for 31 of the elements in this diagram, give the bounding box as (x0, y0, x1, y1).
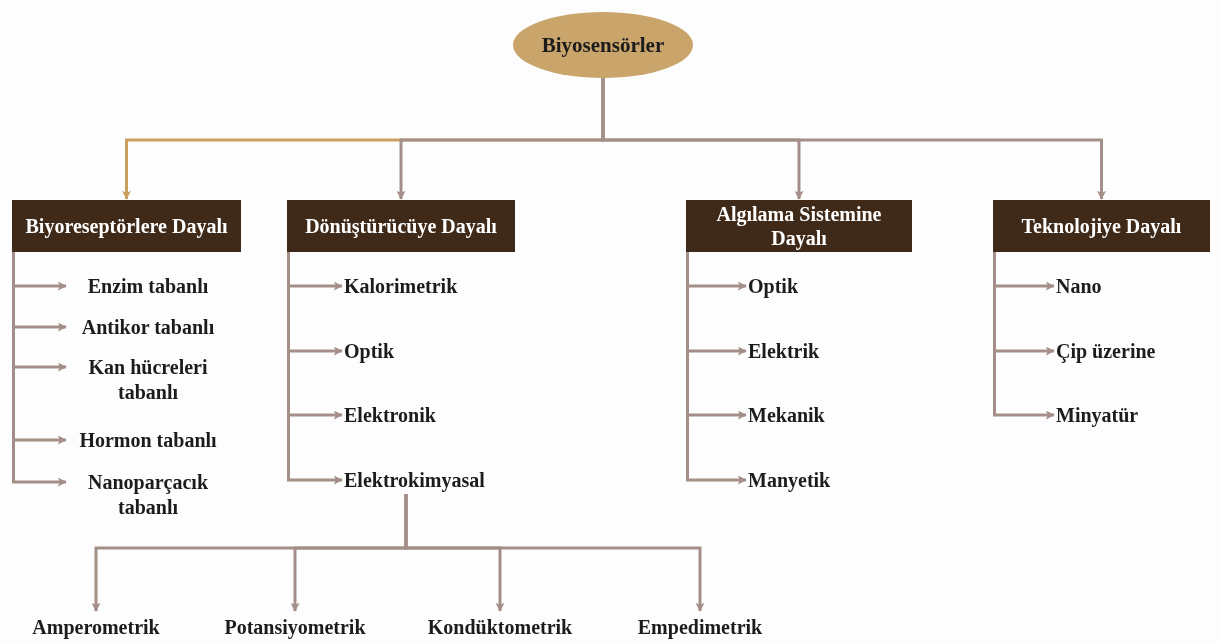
item-label: Elektronik (344, 401, 514, 429)
connector-arrow (601, 78, 1106, 200)
item-label: Kalorimetrik (344, 272, 514, 300)
connector-arrow (686, 252, 747, 485)
item-label: Elektrokimyasal (344, 466, 524, 494)
item-label: Potansiyometrik (205, 613, 385, 641)
connector-arrow (404, 494, 705, 612)
category-box: Algılama Sistemine Dayalı (686, 200, 912, 252)
category-box: Teknolojiye Dayalı (993, 200, 1210, 252)
item-label: Nanoparçacık tabanlı (68, 469, 228, 521)
connector-arrow (993, 252, 1055, 420)
item-label: Kondüktometrik (410, 613, 590, 641)
item-label: Kan hücreleri tabanlı (68, 354, 228, 406)
item-label: Optik (748, 272, 898, 300)
connector-arrow (287, 252, 343, 485)
connector-arrow (12, 252, 67, 487)
item-label: Minyatür (1056, 401, 1206, 429)
root-ellipse: Biyosensörler (513, 12, 693, 78)
item-label: Antikor tabanlı (68, 313, 228, 341)
item-label: Amperometrik (10, 613, 182, 641)
item-label: Nano (1056, 272, 1206, 300)
category-box: Biyoreseptörlere Dayalı (12, 200, 241, 252)
item-label: Çip üzerine (1056, 337, 1206, 365)
category-box: Dönüştürücüye Dayalı (287, 200, 515, 252)
item-label: Manyetik (748, 466, 898, 494)
item-label: Elektrik (748, 337, 898, 365)
item-label: Hormon tabanlı (68, 426, 228, 454)
item-label: Optik (344, 337, 514, 365)
item-label: Enzim tabanlı (68, 272, 228, 300)
item-label: Mekanik (748, 401, 898, 429)
item-label: Empedimetrik (608, 613, 792, 641)
